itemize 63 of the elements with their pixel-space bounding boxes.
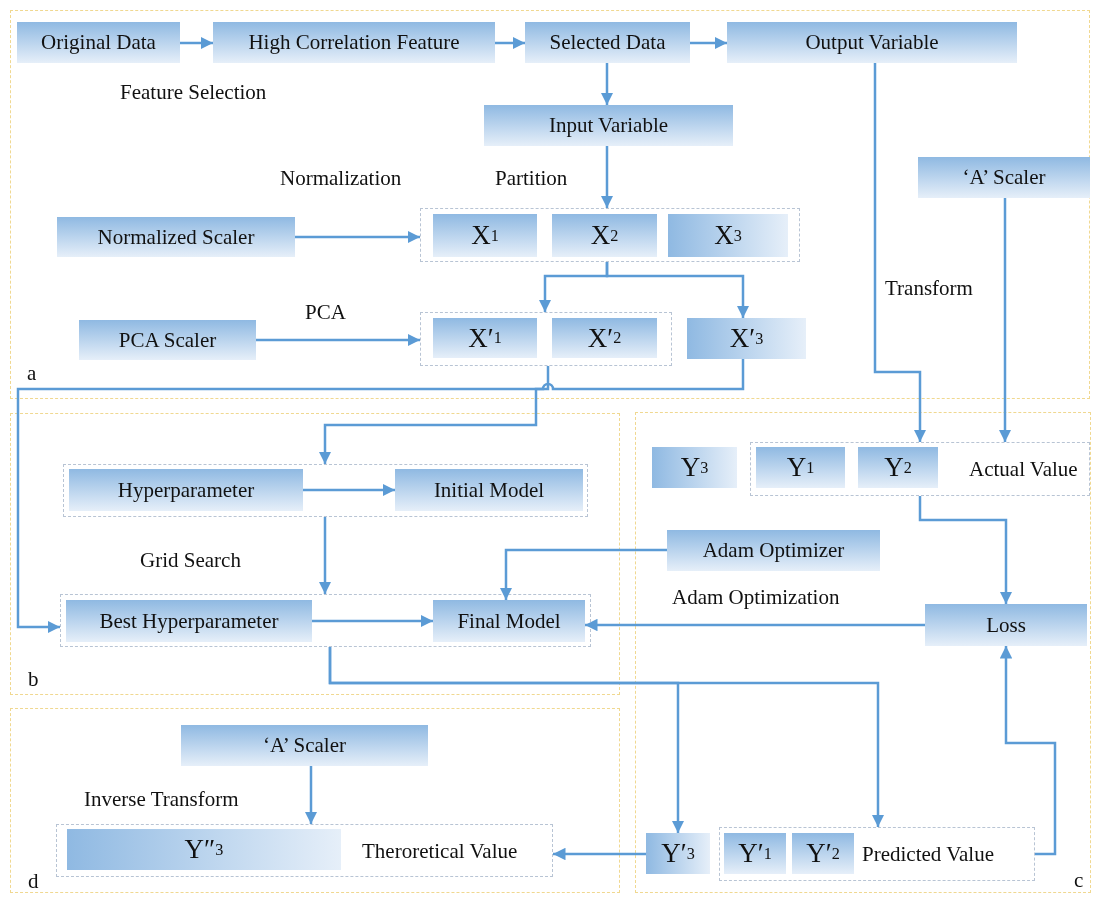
arrow — [16, 366, 550, 634]
arrow — [999, 646, 1057, 856]
panel-frame — [10, 413, 620, 695]
step-label: Partition — [495, 166, 568, 191]
group-frame — [719, 827, 1035, 881]
group-label: Actual Value — [969, 457, 1078, 482]
arrow — [585, 618, 925, 632]
arrow — [303, 483, 395, 497]
step-label: Normalization — [280, 166, 402, 191]
process-box: Input Variable — [484, 105, 733, 146]
process-box: PCA Scaler — [79, 320, 256, 360]
arrow — [180, 36, 213, 50]
process-box: Hyperparameter — [69, 469, 303, 511]
group-frame — [420, 208, 800, 262]
step-label: Adam Optimization — [672, 585, 840, 610]
arrow — [600, 146, 614, 208]
group-frame — [63, 464, 588, 517]
step-label: Grid Search — [140, 548, 241, 573]
step-label: PCA — [305, 300, 346, 325]
panel-frame — [635, 412, 1091, 893]
process-box: Final Model — [433, 600, 585, 642]
arrow — [499, 548, 667, 600]
arrow — [918, 496, 1013, 604]
arrow — [690, 36, 727, 50]
arrow — [318, 517, 332, 594]
arrow — [312, 614, 433, 628]
group-frame — [420, 312, 672, 366]
arrow — [873, 63, 927, 442]
group-frame — [60, 594, 591, 647]
panel-frame — [10, 708, 620, 893]
step-label: Transform — [885, 276, 973, 301]
process-box: High Correlation Feature — [213, 22, 495, 63]
step-label: Feature Selection — [120, 80, 267, 105]
panel-letter: c — [1074, 868, 1084, 893]
process-box: Original Data — [17, 22, 180, 63]
group-label: Theroretical Value — [362, 839, 518, 864]
group-frame — [56, 824, 553, 877]
arrow — [495, 36, 525, 50]
arrow — [295, 230, 420, 244]
process-box: Normalized Scaler — [57, 217, 295, 257]
arrow — [256, 333, 420, 347]
process-box: Output Variable — [727, 22, 1017, 63]
panel-letter: b — [28, 667, 39, 692]
panel-frame — [10, 10, 1090, 399]
step-label: Inverse Transform — [84, 787, 239, 812]
group-label: Predicted Value — [862, 842, 994, 867]
arrow — [600, 63, 614, 105]
arrow — [318, 359, 745, 464]
process-box: Initial Model — [395, 469, 583, 511]
process-box: Selected Data — [525, 22, 690, 63]
arrow — [998, 198, 1012, 442]
process-box: Adam Optimizer — [667, 530, 880, 571]
arrow — [605, 262, 750, 318]
arrow — [328, 647, 885, 827]
process-box: ‘A’ Scaler — [181, 725, 428, 766]
panel-letter: d — [28, 869, 39, 894]
process-box: Loss — [925, 604, 1087, 646]
process-box: ‘A’ Scaler — [918, 157, 1090, 198]
panel-letter: a — [27, 361, 37, 386]
group-frame — [750, 442, 1090, 496]
arrow — [553, 847, 646, 861]
arrow — [304, 766, 318, 824]
process-box: Best Hyperparameter — [66, 600, 312, 642]
